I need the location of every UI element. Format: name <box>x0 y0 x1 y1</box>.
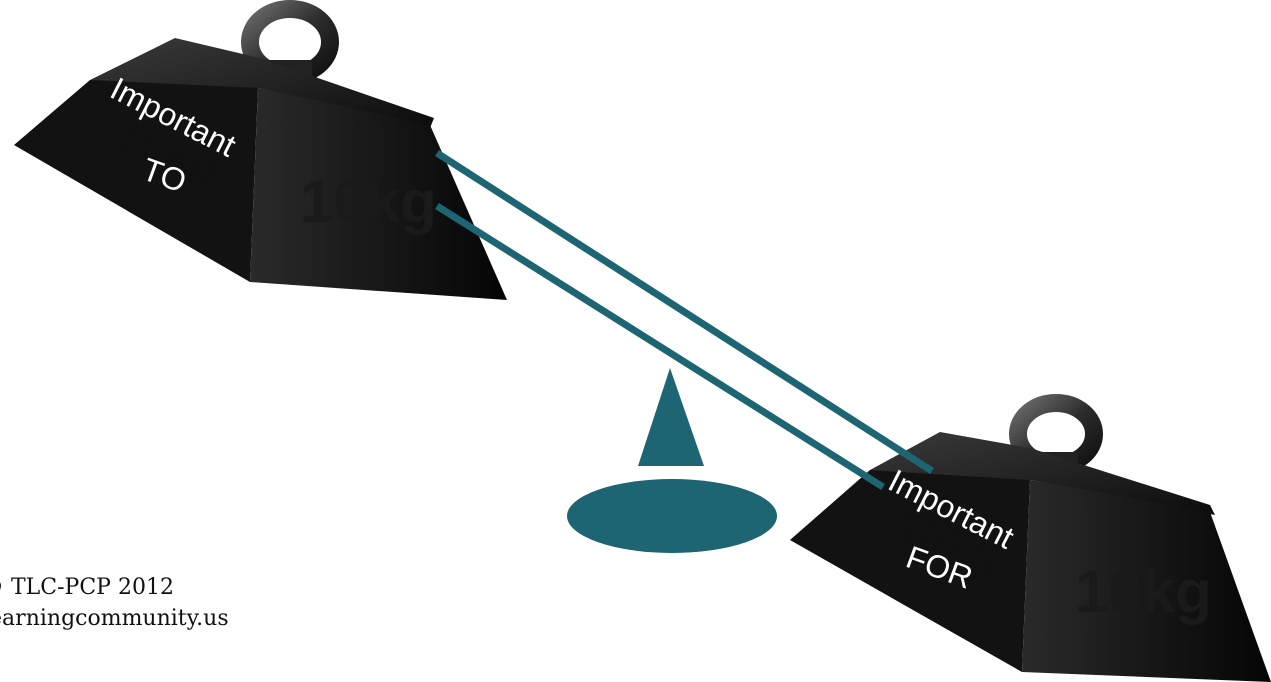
fulcrum-triangle <box>638 368 704 466</box>
copyright-block: © TLC-PCP 2012 learningcommunity.us <box>0 572 229 634</box>
website-line: learningcommunity.us <box>0 603 229 634</box>
fulcrum <box>567 368 777 553</box>
weight-left-side-label: 10kg <box>300 168 437 235</box>
weight-right: 10kg 10kg Important FOR <box>790 403 1271 682</box>
copyright-line: © TLC-PCP 2012 <box>0 572 229 603</box>
weight-left: 10kg 10kg Important TO <box>14 9 507 300</box>
fulcrum-base <box>567 479 777 553</box>
weight-right-side-label: 10kg <box>1075 558 1212 625</box>
